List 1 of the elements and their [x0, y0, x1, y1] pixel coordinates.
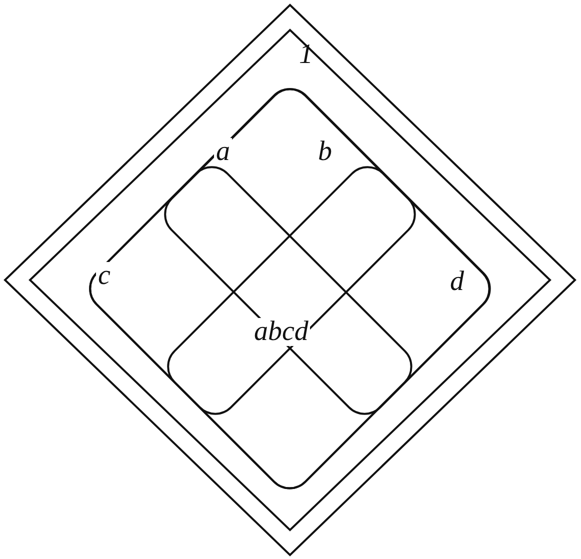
region-label: abcd: [252, 318, 310, 346]
